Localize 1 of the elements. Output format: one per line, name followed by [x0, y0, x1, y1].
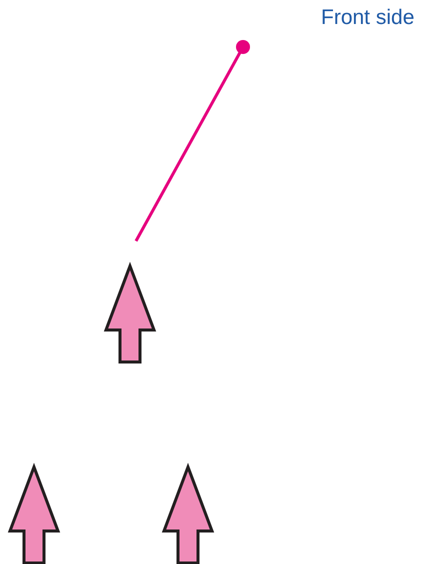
- side-label: Front side: [321, 6, 414, 30]
